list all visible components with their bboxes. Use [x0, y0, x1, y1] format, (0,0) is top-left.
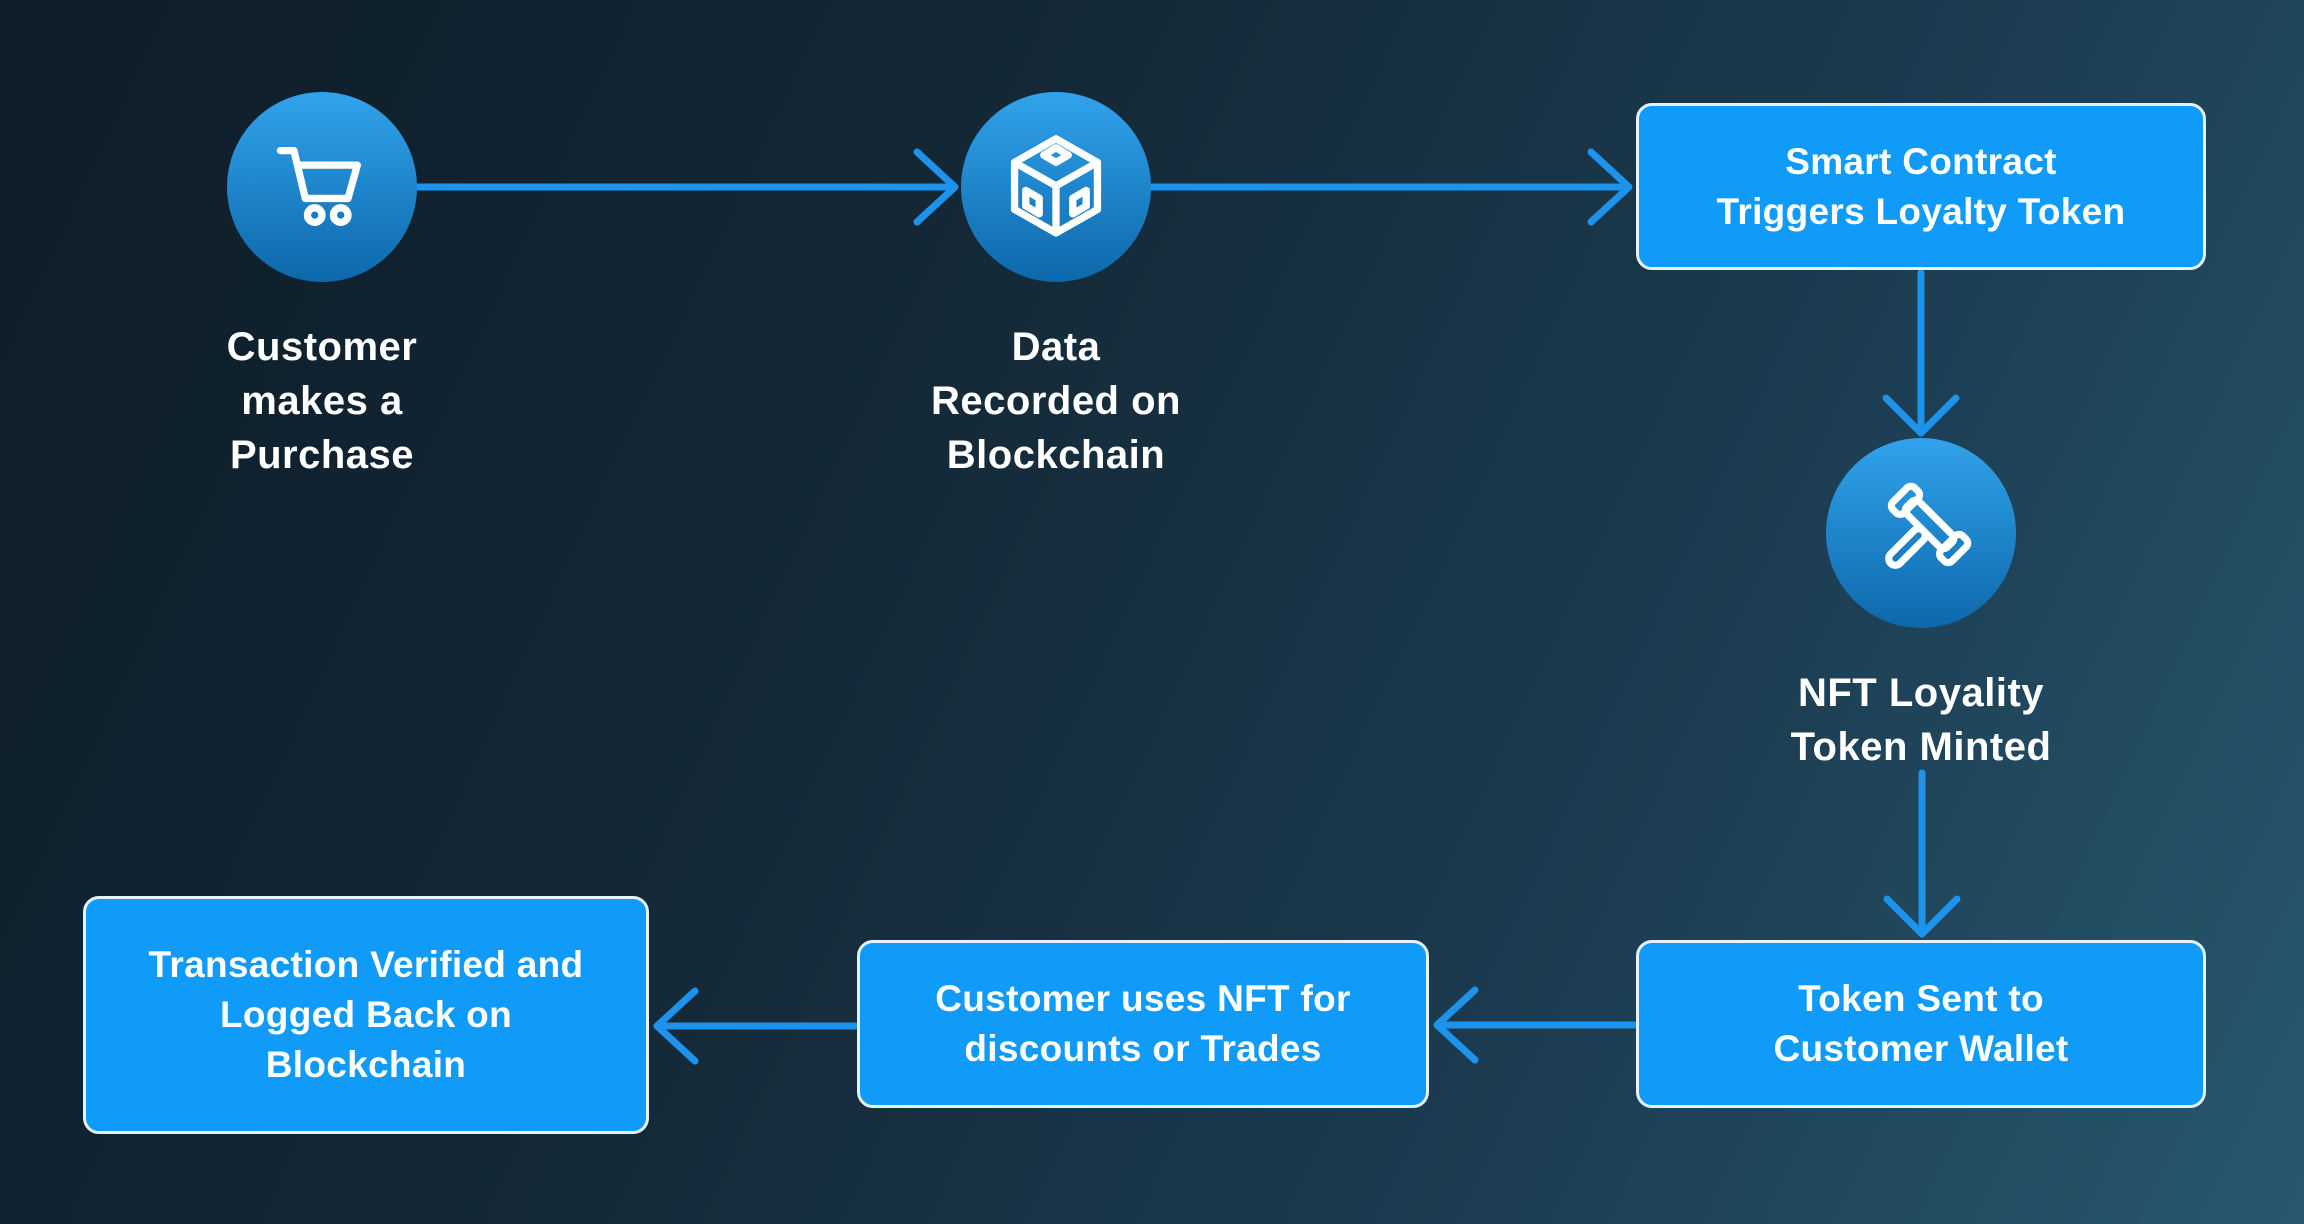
arrow-smart-contract-to-mint [1882, 269, 1960, 437]
node-mint [1826, 438, 2016, 628]
label-line: Data [1011, 325, 1101, 369]
label-line: Blockchain [265, 1044, 467, 1085]
node-use-nft: Customer uses NFT for discounts or Trade… [857, 940, 1429, 1108]
arrow-record-to-smart-contract [1147, 148, 1633, 226]
label-use-nft: Customer uses NFT for discounts or Trade… [935, 974, 1350, 1074]
label-line: Recorded on [931, 379, 1181, 423]
node-purchase [227, 92, 417, 282]
label-smart-contract: Smart Contract Triggers Loyalty Token [1717, 137, 2126, 237]
label-line: Customer Wallet [1773, 1028, 2069, 1069]
node-record [961, 92, 1151, 282]
label-line: Token Minted [1790, 725, 2052, 769]
label-line: Transaction Verified and [148, 944, 584, 985]
arrow-mint-to-token-sent [1883, 769, 1961, 938]
node-verify: Transaction Verified and Logged Back on … [83, 896, 649, 1134]
label-line: Token Sent to [1798, 978, 2044, 1019]
label-token-sent: Token Sent to Customer Wallet [1773, 974, 2068, 1074]
shopping-cart-icon [276, 146, 361, 226]
arrow-use-nft-to-verify [653, 987, 859, 1065]
label-purchase: Customer makes a Purchase [72, 320, 572, 482]
label-line: Customer [226, 325, 418, 369]
label-line: Smart Contract [1785, 140, 2057, 182]
label-line: Blockchain [946, 433, 1166, 477]
label-line: makes a [241, 379, 403, 423]
node-smart-contract: Smart Contract Triggers Loyalty Token [1636, 103, 2206, 270]
gavel-icon [1885, 482, 1972, 569]
label-mint: NFT Loyality Token Minted [1671, 666, 2171, 774]
label-line: discounts or Trades [964, 1028, 1322, 1069]
label-line: Triggers Loyalty Token [1716, 190, 2126, 232]
label-line: NFT Loyality [1797, 671, 2045, 715]
label-record: Data Recorded on Blockchain [806, 320, 1306, 482]
label-line: Customer uses NFT for [935, 978, 1351, 1019]
label-verify: Transaction Verified and Logged Back on … [149, 940, 584, 1090]
arrow-token-sent-to-use-nft [1433, 986, 1638, 1064]
blockchain-cube-icon [1010, 135, 1102, 237]
label-line: Purchase [229, 433, 415, 477]
node-token-sent: Token Sent to Customer Wallet [1636, 940, 2206, 1108]
label-line: Logged Back on [219, 994, 512, 1035]
arrow-purchase-to-record [408, 148, 959, 226]
